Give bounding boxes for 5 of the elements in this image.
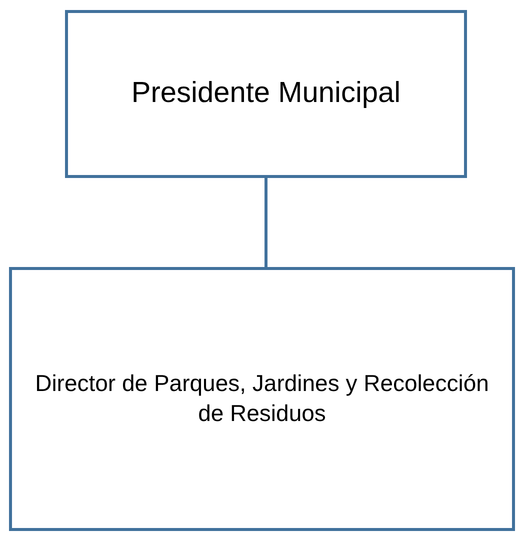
org-box	[9, 267, 515, 531]
box-title: Director de Parques, Jardines y Recolección de Residuos	[34, 369, 490, 428]
connector-line	[264, 178, 268, 267]
org-box	[65, 10, 467, 178]
box-title: Presidente Municipal	[130, 76, 402, 112]
